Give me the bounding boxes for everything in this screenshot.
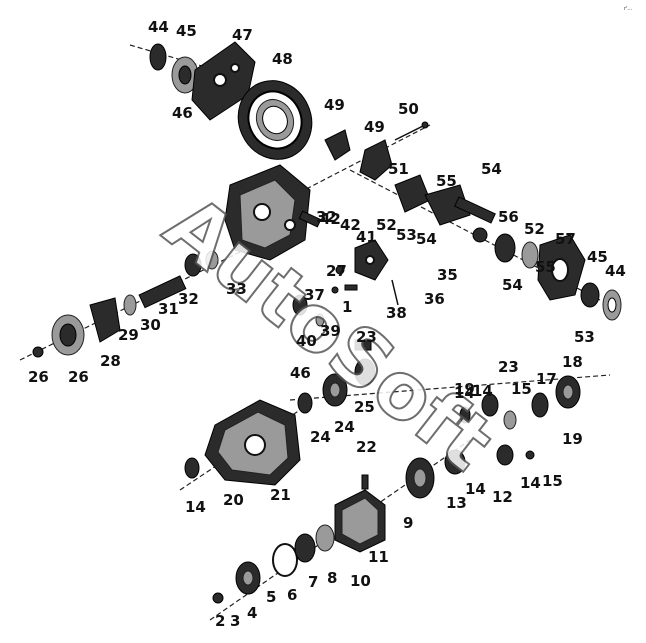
callout-45: 45 [176, 22, 197, 40]
callout-40: 40 [296, 332, 317, 350]
callout-31: 31 [158, 300, 179, 318]
callout-20: 20 [223, 491, 244, 509]
callout-11: 11 [368, 548, 389, 566]
callout-57: 57 [555, 230, 576, 248]
countershaft-gears [297, 339, 376, 414]
callout-18: 18 [562, 353, 583, 371]
callout-42: 42 [340, 216, 361, 234]
callout-55: 55 [535, 258, 556, 276]
callout-51: 51 [388, 160, 409, 178]
callout-19: 19 [562, 430, 583, 448]
callout-14: 14 [185, 498, 206, 516]
callout-53: 53 [396, 226, 417, 244]
callout-46: 46 [172, 104, 193, 122]
callout-26: 26 [28, 368, 49, 386]
callout-52: 52 [524, 220, 545, 238]
callout-3: 3 [230, 612, 240, 630]
detent-parts [292, 265, 358, 327]
callout-2: 2 [215, 612, 225, 630]
callout-44: 44 [605, 262, 626, 280]
callout-5: 5 [266, 588, 276, 606]
differential-carrier [354, 239, 399, 306]
callout-23: 23 [356, 328, 377, 346]
callout-49: 49 [324, 96, 345, 114]
callout-15: 15 [542, 472, 563, 490]
callout-17: 17 [536, 370, 557, 388]
callout-22: 22 [356, 438, 377, 456]
input-shaft-assembly [32, 250, 219, 358]
corner-mark: r'... [624, 6, 633, 12]
main-shaft-assembly [212, 457, 435, 604]
callout-47: 47 [232, 26, 253, 44]
callout-54: 54 [502, 276, 523, 294]
callout-4: 4 [247, 604, 257, 622]
callout-14: 14 [454, 384, 475, 402]
callout-49: 49 [364, 118, 385, 136]
ring-gear [237, 80, 313, 160]
callout-21: 21 [270, 486, 291, 504]
callout-35: 35 [437, 266, 458, 284]
callout-29: 29 [118, 326, 139, 344]
callout-25: 25 [354, 398, 375, 416]
callout-33: 33 [226, 280, 247, 298]
callout-26: 26 [68, 368, 89, 386]
callout-10: 10 [350, 572, 371, 590]
callout-32: 32 [178, 290, 199, 308]
callout-53: 53 [574, 328, 595, 346]
callout-15: 15 [511, 380, 532, 398]
callout-7: 7 [308, 573, 318, 591]
callout-14: 14 [472, 382, 493, 400]
callout-6: 6 [287, 586, 297, 604]
synchro-assembly [444, 375, 581, 475]
callout-19: 19 [454, 380, 475, 398]
callout-28: 28 [100, 352, 121, 370]
callout-50: 50 [398, 100, 419, 118]
callout-38: 38 [386, 304, 407, 322]
callout-56: 56 [498, 208, 519, 226]
callout-30: 30 [140, 316, 161, 334]
callout-37: 37 [304, 286, 325, 304]
callout-54: 54 [416, 230, 437, 248]
callout-44: 44 [148, 18, 169, 36]
output-shaft-assembly [394, 174, 622, 321]
callout-27: 27 [326, 262, 347, 280]
rear-cover-assembly [149, 41, 256, 121]
callout-23: 23 [498, 358, 519, 376]
callout-45: 45 [587, 248, 608, 266]
callout-32: 32 [316, 208, 337, 226]
clutch-housing [184, 399, 301, 486]
callout-54: 54 [481, 160, 502, 178]
callout-41: 41 [356, 228, 377, 246]
callout-24: 24 [310, 428, 331, 446]
callout-42: 42 [320, 210, 341, 228]
callout-8: 8 [327, 569, 337, 587]
callout-48: 48 [272, 50, 293, 68]
transmission-housing [224, 164, 322, 261]
callout-1: 1 [342, 298, 352, 316]
callout-14: 14 [465, 480, 486, 498]
callout-46: 46 [290, 364, 311, 382]
callout-24: 24 [334, 418, 355, 436]
callout-36: 36 [424, 290, 445, 308]
shift-fork-parts [324, 121, 429, 181]
callout-14: 14 [520, 474, 541, 492]
callout-55: 55 [436, 172, 457, 190]
callout-12: 12 [492, 488, 513, 506]
callout-52: 52 [376, 216, 397, 234]
callout-39: 39 [320, 322, 341, 340]
callout-13: 13 [446, 494, 467, 512]
callout-9: 9 [403, 514, 413, 532]
